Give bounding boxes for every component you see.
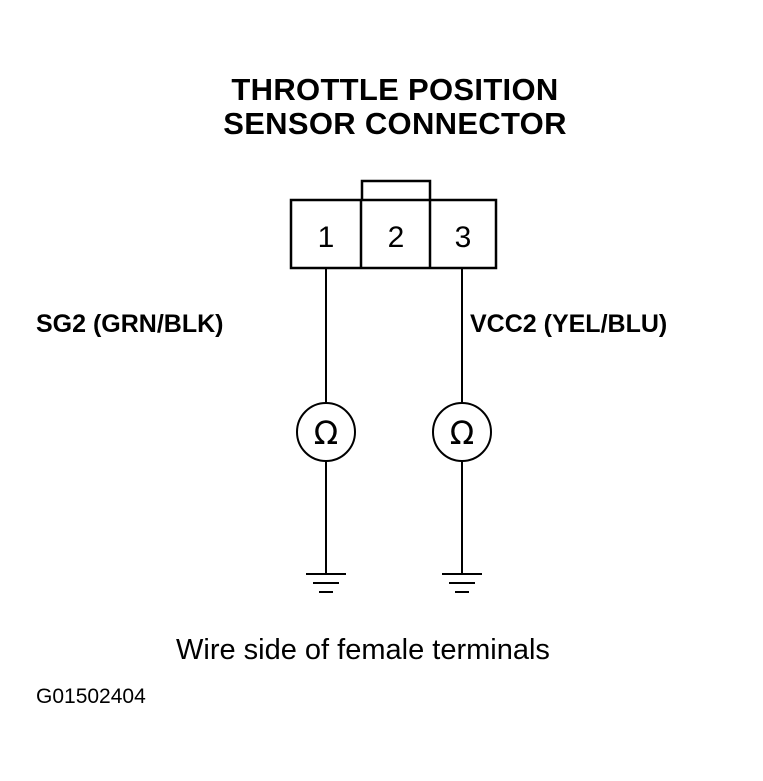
diagram-title-line-1: THROTTLE POSITION	[231, 72, 559, 107]
wire-vcc2	[432, 268, 492, 593]
wire-label-sg2: SG2 (GRN/BLK)	[36, 310, 224, 338]
wire-label-vcc2: VCC2 (YEL/BLU)	[470, 310, 668, 338]
diagram-caption: Wire side of female terminals	[176, 634, 550, 666]
pin-1-number: 1	[318, 221, 335, 254]
diagram-title-line-2: SENSOR CONNECTOR	[223, 106, 567, 141]
connector-lock-tab	[360, 179, 432, 203]
ohmmeter-symbol-sg2: Ω	[314, 414, 338, 452]
connector-body	[289, 198, 498, 270]
connector	[289, 179, 498, 270]
connector-pins: 1 2 3	[318, 221, 472, 254]
pin-3-number: 3	[455, 221, 472, 254]
figure-id: G01502404	[36, 685, 146, 708]
ohmmeter-symbol-vcc2: Ω	[450, 414, 474, 452]
ground-icon	[442, 573, 482, 593]
pin-2-number: 2	[388, 221, 405, 254]
ground-icon	[306, 573, 346, 593]
wire-sg2	[296, 268, 356, 593]
